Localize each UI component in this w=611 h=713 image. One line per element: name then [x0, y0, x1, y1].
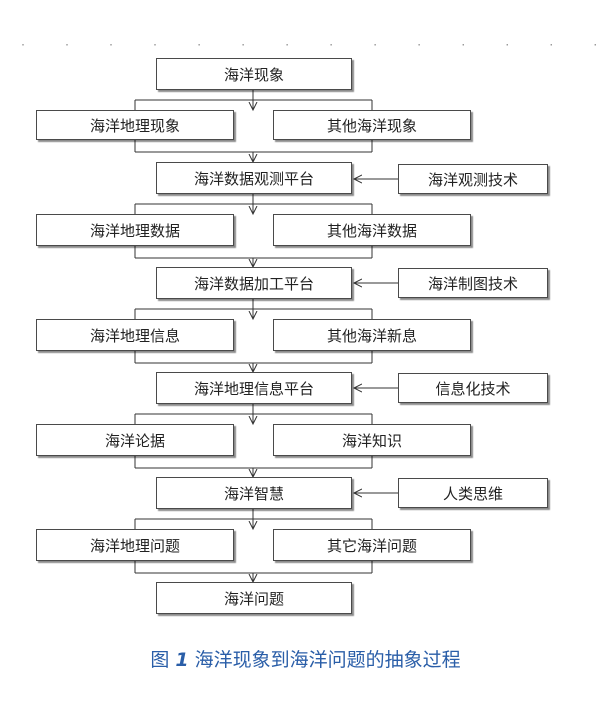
caption-text: 海洋现象到海洋问题的抽象过程 — [194, 649, 461, 671]
node-ocean-evidence: 海洋论据 — [36, 424, 234, 456]
node-human-thinking: 人类思维 — [398, 478, 548, 508]
node-ocean-geo-problems: 海洋地理问题 — [36, 529, 234, 561]
caption-prefix: 图 — [150, 649, 170, 671]
node-other-ocean-problems: 其它海洋问题 — [273, 529, 471, 561]
node-ocean-wisdom: 海洋智慧 — [156, 477, 352, 509]
node-geo-info-platform: 海洋地理信息平台 — [156, 372, 352, 404]
node-ocean-problems: 海洋问题 — [156, 582, 352, 614]
node-observation-platform: 海洋数据观测平台 — [156, 162, 352, 194]
node-other-ocean-phenomena: 其他海洋现象 — [273, 110, 471, 140]
node-processing-platform: 海洋数据加工平台 — [156, 267, 352, 299]
node-informatization-tech: 信息化技术 — [398, 373, 548, 403]
node-other-ocean-data: 其他海洋数据 — [273, 214, 471, 246]
node-other-ocean-info: 其他海洋新息 — [273, 319, 471, 351]
node-ocean-geo-info: 海洋地理信息 — [36, 319, 234, 351]
node-ocean-phenomena: 海洋现象 — [156, 58, 352, 90]
top-dotted-line: ·············· — [20, 40, 611, 51]
node-ocean-geo-phenomena: 海洋地理现象 — [36, 110, 234, 140]
node-ocean-knowledge: 海洋知识 — [273, 424, 471, 456]
node-observation-tech: 海洋观测技术 — [398, 164, 548, 194]
node-ocean-geo-data: 海洋地理数据 — [36, 214, 234, 246]
caption-number: 1 — [175, 649, 189, 671]
node-cartography-tech: 海洋制图技术 — [398, 268, 548, 298]
